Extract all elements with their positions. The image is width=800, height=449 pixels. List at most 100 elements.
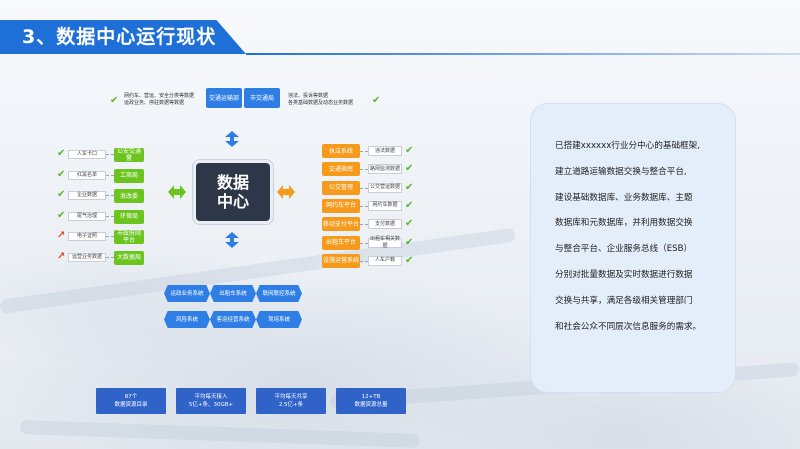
stat-daily-sharing: 平均每天共享 2.5亿+条 <box>256 388 326 414</box>
check-icon: ✔ <box>372 95 381 106</box>
right-system-box: 出租车平台 <box>322 235 360 250</box>
core-line2: 中心 <box>216 192 249 211</box>
right-system-box: 公交管理 <box>322 180 360 195</box>
left-target-box: 公安交通警 <box>114 148 144 162</box>
check-icon: ✔ <box>57 168 66 180</box>
stat-label: 2.5亿+条 <box>278 402 304 408</box>
check-icon: ✔ <box>57 209 66 221</box>
bottom-system-box: 出租车系统 <box>210 285 256 302</box>
bottom-system-box: 联网联控系统 <box>256 285 302 302</box>
horizontal-double-arrow-icon <box>168 185 186 199</box>
bottom-system-box: 运政业务系统 <box>164 285 210 302</box>
left-target-box: 工商局 <box>114 168 144 183</box>
check-icon: ✔ <box>110 95 119 106</box>
stat-value: 87个 <box>124 394 138 400</box>
panel-text-line: 分别对批量数据及实时数据进行数据 <box>555 269 693 280</box>
stat-label: 5亿+条、30GB+ <box>188 402 234 408</box>
connector-line <box>360 260 368 262</box>
stat-total-volume: 12+TB 数据资源总量 <box>336 388 406 414</box>
right-data-label: 人车户籍 <box>368 255 402 266</box>
top-right-data-list: 违法、投诉等数据 各类基础数据及动态业务数据 <box>288 93 353 107</box>
left-source-label: 人车卡口 <box>68 150 106 159</box>
top-left-text: 运政业务、停驻数据等数据 <box>124 100 185 106</box>
right-data-label: 路网监测数据 <box>368 164 402 175</box>
connector-line <box>106 154 114 155</box>
panel-text-line: 数据库和元数据库，并利用数据交换 <box>555 218 693 229</box>
top-left-text: 网约车、营运、安全分类等数据 <box>124 93 195 99</box>
stat-label: 数据资源目录 <box>114 402 148 408</box>
connector-line <box>360 242 368 244</box>
panel-text-line: 已搭建xxxxxx行业分中心的基础框架, <box>555 141 700 151</box>
header-banner <box>0 20 246 54</box>
panel-text-line: 与整合平台、企业服务总线（ESB） <box>555 244 693 255</box>
connector-line <box>106 215 114 217</box>
connector-line <box>360 151 368 152</box>
stat-value: 平均每天接入 <box>194 394 228 400</box>
pending-arrow-icon: ↗ <box>57 230 66 241</box>
description-panel: 已搭建xxxxxx行业分中心的基础框架, 建立道路运输数据交换与整合平台, 建设… <box>530 103 736 393</box>
header-underline <box>246 53 800 55</box>
right-data-label: 违法数据 <box>368 146 402 156</box>
right-data-label: 网约车数据 <box>368 200 402 211</box>
right-data-label: 支付数据 <box>368 219 402 230</box>
bottom-system-box: 风险系统 <box>164 311 210 328</box>
check-icon: ✔ <box>57 189 66 200</box>
panel-text-line: 建设基础数据库、业务数据库、主题 <box>555 192 693 203</box>
left-target-box: 大数据局 <box>114 250 144 265</box>
panel-text-line: 建立道路运输数据交换与整合平台, <box>555 166 687 177</box>
stat-value: 12+TB <box>361 394 381 400</box>
stat-resource-catalog: 87个 数据资源目录 <box>96 388 166 414</box>
ministry-transport-box: 交通运输部 <box>206 88 242 108</box>
connector-line <box>106 256 114 258</box>
stat-daily-intake: 平均每天接入 5亿+条、30GB+ <box>176 388 246 414</box>
horizontal-double-arrow-icon <box>277 185 295 199</box>
left-target-box: 环保局 <box>114 209 144 224</box>
bottom-system-box: 驾培系统 <box>256 311 302 328</box>
left-target-box: 发改委 <box>114 189 144 203</box>
pending-arrow-icon: ↗ <box>57 250 66 262</box>
left-source-label: 企业数据 <box>68 191 106 200</box>
left-source-label: 运营业务数据 <box>68 252 106 262</box>
bottom-system-box: 客运经营系统 <box>210 311 256 328</box>
connector-line <box>106 195 114 196</box>
right-system-box: 交通指挥 <box>322 162 360 177</box>
right-system-box: 网约车平台 <box>322 198 360 213</box>
top-right-text: 违法、投诉等数据 <box>288 93 329 99</box>
left-source-label: 电子证照 <box>68 232 106 241</box>
background-road <box>19 420 421 448</box>
right-system-box: 移动支付平台 <box>322 217 360 232</box>
check-icon: ✔ <box>405 163 414 175</box>
panel-text-line: 交换与共享，满足各级相关管理部门 <box>555 295 693 306</box>
check-icon: ✔ <box>405 236 414 248</box>
left-source-label: 红黑名单 <box>68 170 106 180</box>
stat-value: 平均每天共享 <box>274 394 308 400</box>
check-icon: ✔ <box>405 199 414 211</box>
check-icon: ✔ <box>405 218 414 230</box>
page-title: 3、数据中心运行现状 <box>22 26 217 48</box>
left-source-label: 尾气治理 <box>68 211 106 221</box>
panel-text-line: 和社会公众不同层次信息服务的需求。 <box>555 321 702 332</box>
connector-line <box>106 236 114 237</box>
right-system-box: 执法系统 <box>322 144 360 158</box>
connector-line <box>360 187 368 189</box>
connector-line <box>360 224 368 226</box>
data-center-core: 数据 中心 <box>196 163 270 221</box>
connector-line <box>360 169 368 171</box>
right-system-box: 设施运营系统 <box>322 253 360 268</box>
connector-line <box>360 205 368 207</box>
check-icon: ✔ <box>405 145 414 156</box>
right-data-label: 公交营运数据 <box>368 182 402 193</box>
connector-line <box>106 174 114 176</box>
left-target-box: 市政府网平台 <box>114 230 144 244</box>
check-icon: ✔ <box>405 181 414 193</box>
city-transport-box: 市交通局 <box>244 88 280 108</box>
check-icon: ✔ <box>405 254 414 266</box>
stat-label: 数据资源总量 <box>354 402 388 408</box>
vertical-double-arrow-icon <box>225 232 239 248</box>
top-right-text: 各类基础数据及动态业务数据 <box>288 100 354 106</box>
vertical-double-arrow-icon <box>225 131 239 147</box>
core-line1: 数据 <box>216 173 249 192</box>
right-data-label: 出租车相关数据 <box>368 235 402 249</box>
check-icon: ✔ <box>57 148 66 159</box>
top-left-data-list: 网约车、营运、安全分类等数据 运政业务、停驻数据等数据 <box>124 93 194 107</box>
